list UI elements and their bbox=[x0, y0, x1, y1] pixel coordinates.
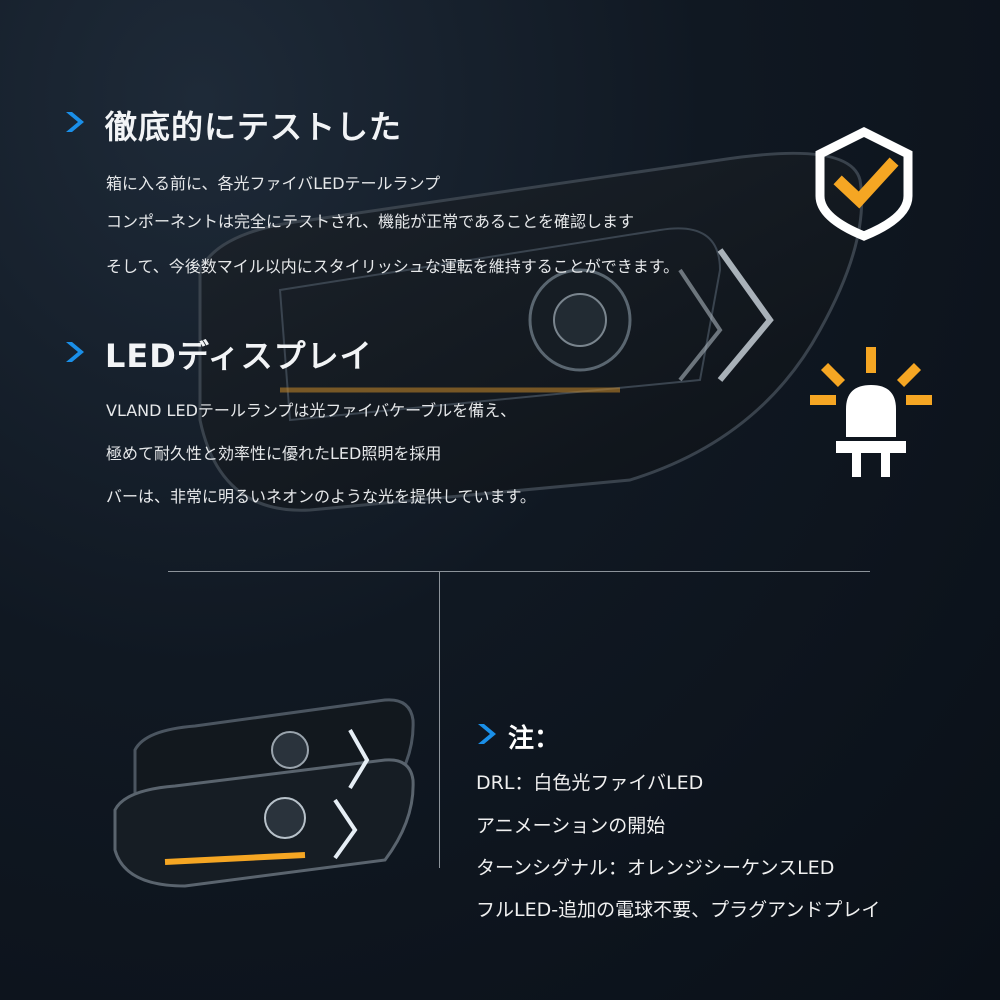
testing-text-line-1: 箱に入る前に、各光ファイバLEDテールランプ bbox=[106, 174, 441, 193]
horizontal-divider bbox=[168, 571, 870, 572]
led-text-line-1: VLAND LEDテールランプは光ファイバケーブルを備え、 bbox=[106, 401, 517, 420]
note-line-animation: アニメーションの開始 bbox=[476, 815, 666, 837]
led-text-line-3: バーは、非常に明るいネオンのような光を提供しています。 bbox=[106, 487, 536, 506]
vertical-divider bbox=[439, 572, 440, 868]
chevron-right-icon bbox=[66, 112, 84, 132]
note-line-turn-signal: ターンシグナル：オレンジシーケンスLED bbox=[476, 857, 835, 879]
shield-check-icon bbox=[815, 126, 913, 241]
section-title-testing: 徹底的にテストした bbox=[105, 108, 403, 146]
testing-text-line-3: そして、今後数マイル以内にスタイリッシュな運転を維持することができます。 bbox=[106, 257, 680, 276]
section-title-led-display: LEDディスプレイ bbox=[105, 337, 373, 375]
note-title: 注： bbox=[508, 724, 561, 754]
led-text-line-2: 極めて耐久性と効率性に優れたLED照明を採用 bbox=[106, 444, 442, 463]
note-line-drl: DRL：白色光ファイバLED bbox=[476, 772, 704, 794]
headlight-background-image bbox=[198, 151, 864, 512]
chevron-right-icon bbox=[66, 342, 84, 362]
headlight-pair-image bbox=[113, 698, 415, 888]
chevron-right-icon bbox=[478, 724, 496, 744]
led-bulb-icon bbox=[810, 347, 932, 477]
testing-text-line-2: コンポーネントは完全にテストされ、機能が正常であることを確認します bbox=[106, 212, 635, 231]
note-line-full-led: フルLED-追加の電球不要、プラグアンドプレイ bbox=[476, 899, 881, 921]
